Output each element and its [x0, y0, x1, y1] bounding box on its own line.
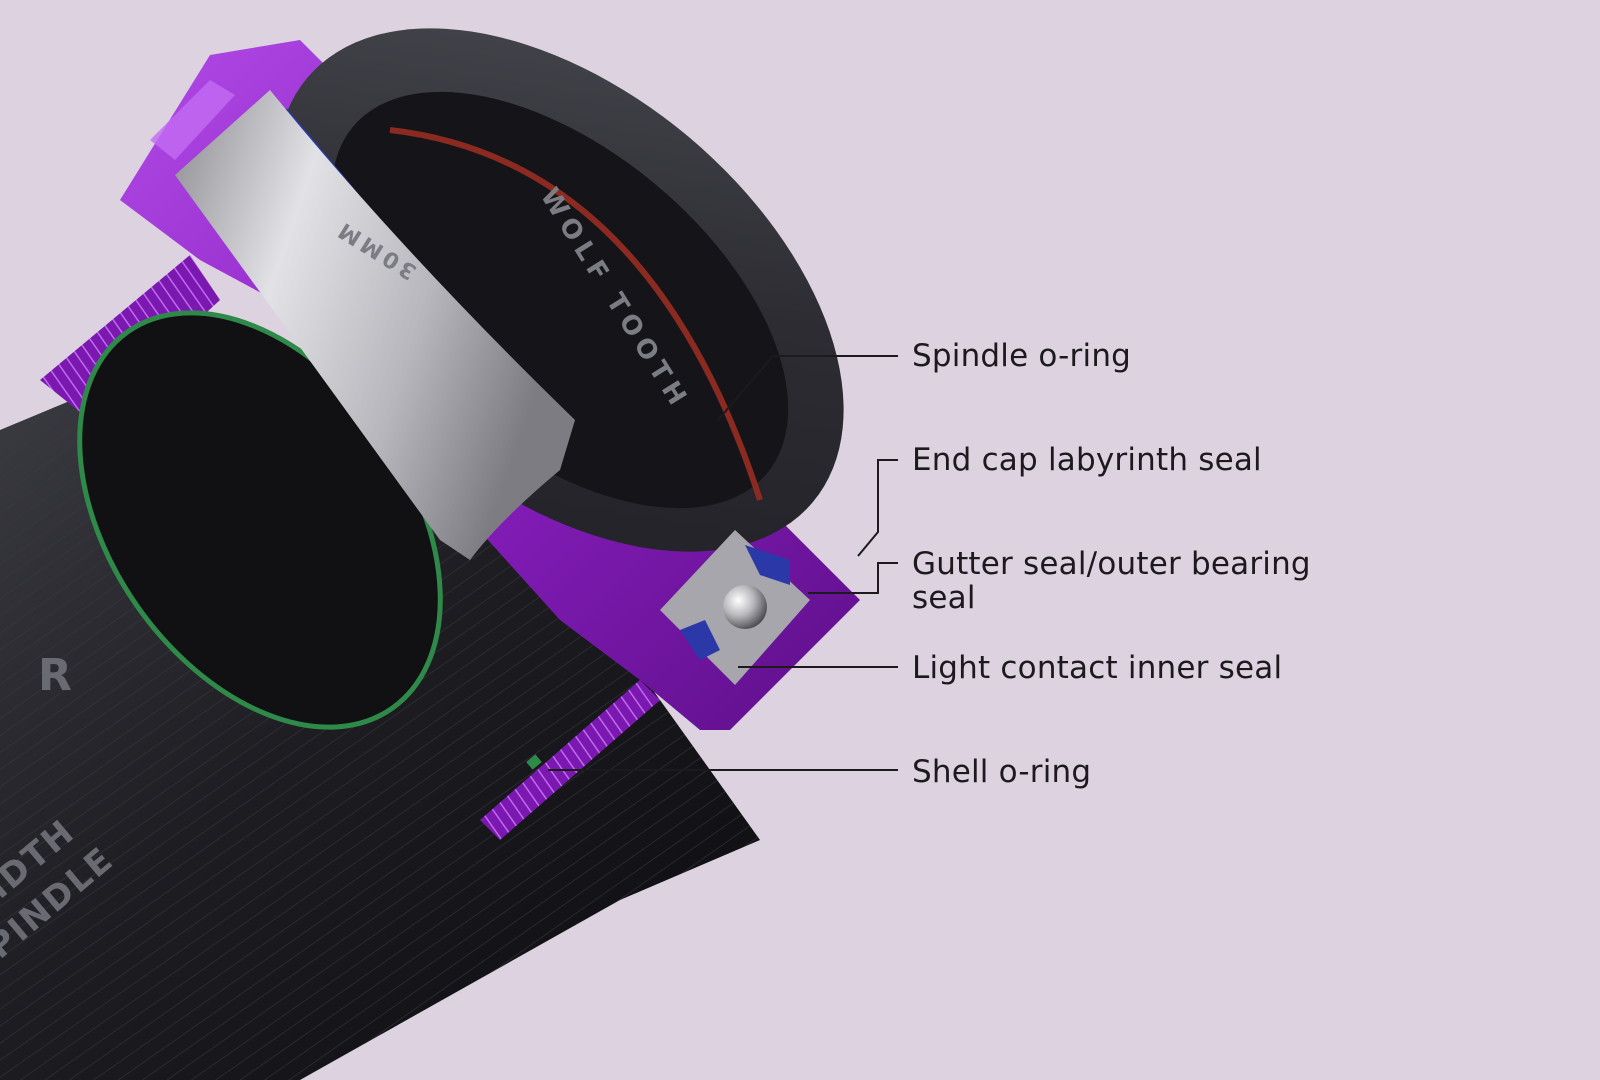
- bearing-cutaway: [660, 530, 810, 685]
- callout-end-cap-labyrinth-seal: End cap labyrinth seal: [912, 442, 1262, 478]
- callout-shell-o-ring: Shell o-ring: [912, 754, 1092, 790]
- callout-light-contact-inner-seal: Light contact inner seal: [912, 650, 1283, 686]
- silver-spacer-ring: [175, 90, 575, 560]
- leader-lines: [548, 355, 898, 771]
- callout-gutter-seal: Gutter seal/outer bearing seal: [912, 546, 1311, 616]
- callout-spindle-o-ring: Spindle o-ring: [912, 338, 1132, 374]
- leader-gutter: [808, 562, 898, 594]
- leader-spindle: [717, 355, 898, 421]
- bearing-ball: [723, 585, 767, 629]
- body-letter-r: R: [38, 650, 72, 701]
- leader-endcap: [857, 459, 898, 557]
- shell-o-ring-nub: [526, 754, 542, 770]
